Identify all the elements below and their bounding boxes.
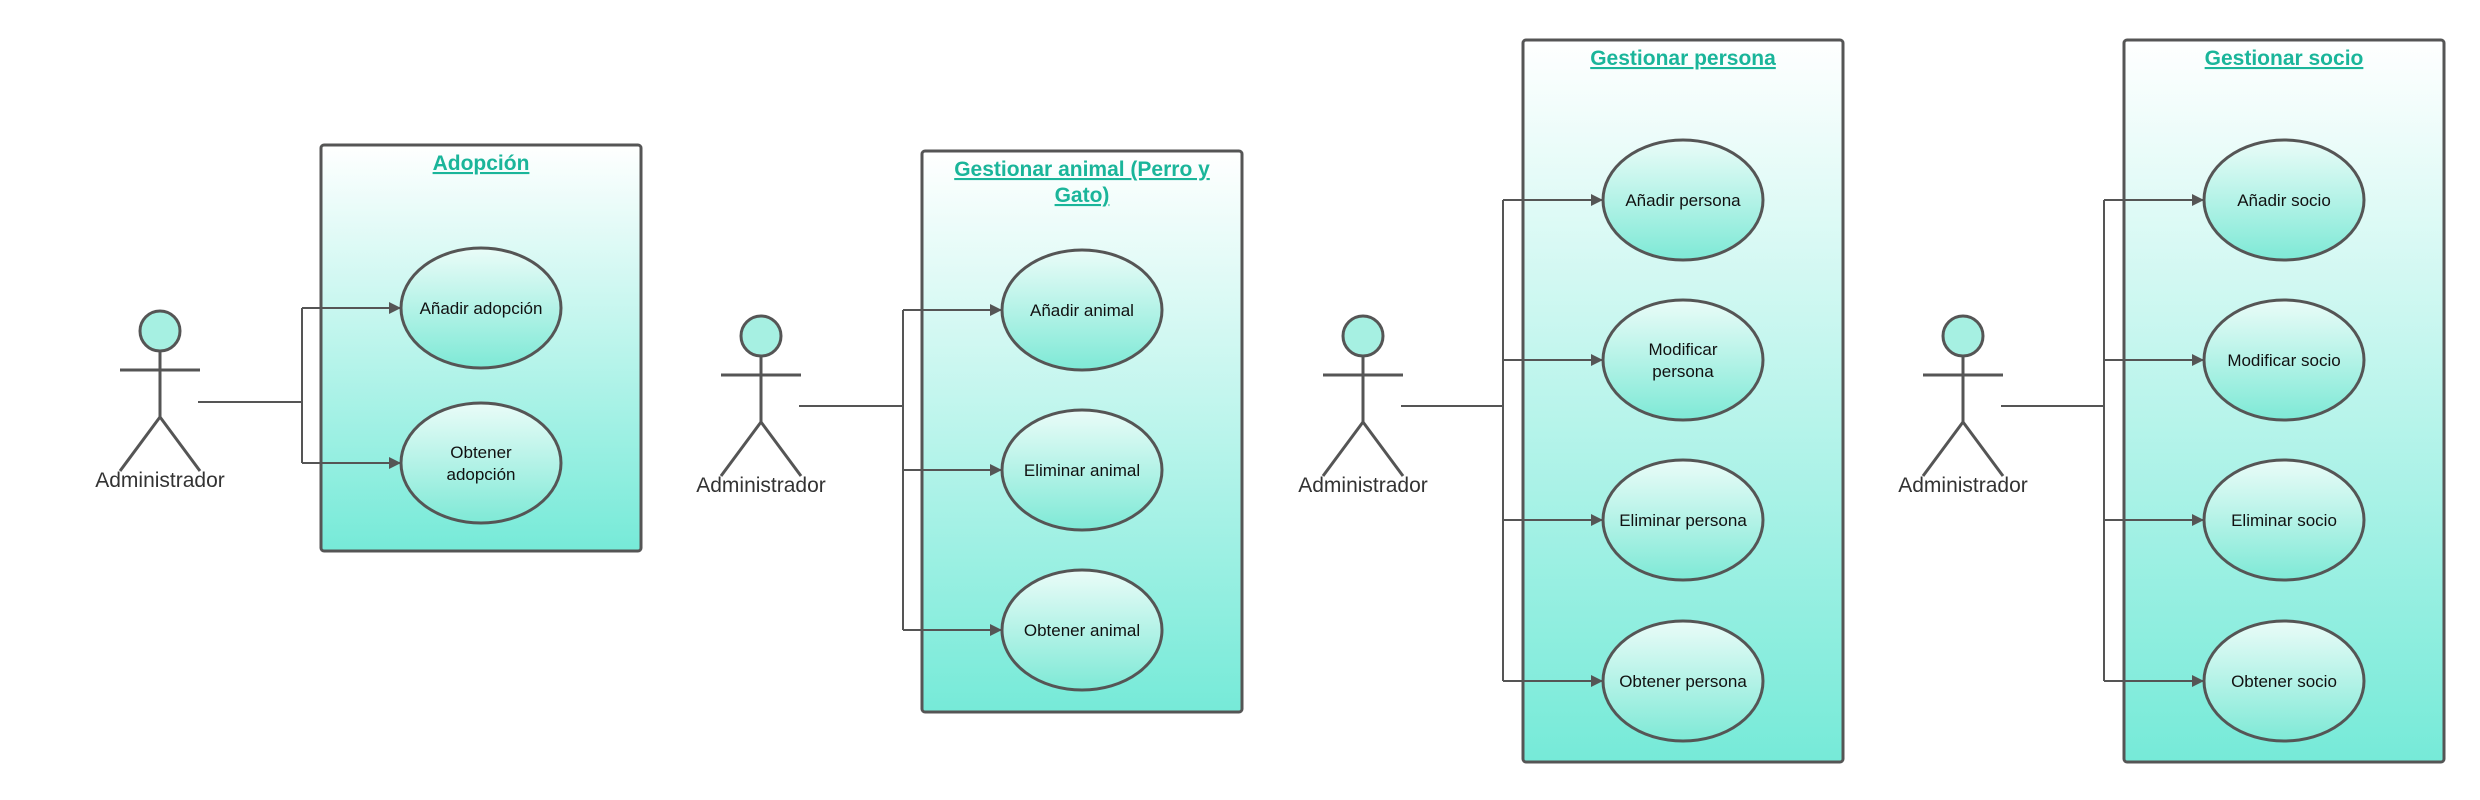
actor-head <box>1941 314 1985 358</box>
use-case[interactable]: Obtener socio <box>2202 619 2366 743</box>
actor-head <box>138 309 182 353</box>
use-case-label: Añadir animal <box>1030 301 1134 320</box>
use-case-ellipse <box>2202 138 2366 262</box>
use-case-label: Obtener persona <box>1619 672 1747 691</box>
actor-left-leg <box>1321 421 1365 477</box>
use-case-label: Eliminar animal <box>1024 461 1140 480</box>
use-case-ellipse <box>1601 138 1765 262</box>
use-case-label: Obtener animal <box>1024 621 1140 640</box>
actor-left-leg <box>719 421 763 477</box>
use-case-ellipse <box>399 246 563 370</box>
use-case-ellipse <box>1601 298 1765 422</box>
system-title: Gestionar animal (Perro y <box>954 158 1210 181</box>
use-case-label: adopción <box>446 465 515 484</box>
use-case-label: Obtener socio <box>2231 672 2337 691</box>
use-case-label: Añadir persona <box>1625 191 1741 210</box>
use-case-ellipse <box>399 401 563 525</box>
actor-figure[interactable]: Administrador <box>1898 314 2028 497</box>
use-case-label: Eliminar persona <box>1619 511 1747 530</box>
use-case-label: Modificar socio <box>2227 351 2340 370</box>
actor-label: Administrador <box>696 474 826 497</box>
actor-figure[interactable]: Administrador <box>95 309 225 492</box>
use-case-ellipse <box>1601 619 1765 743</box>
use-case[interactable]: Modificar socio <box>2202 298 2366 422</box>
actor-figure[interactable]: Administrador <box>696 314 826 497</box>
use-case[interactable]: Eliminar socio <box>2202 458 2366 582</box>
use-case-ellipse <box>1000 568 1164 692</box>
use-case[interactable]: Añadir animal <box>1000 248 1164 372</box>
actor-left-leg <box>1921 421 1965 477</box>
use-case-ellipse <box>2202 298 2366 422</box>
use-case-ellipse <box>1601 458 1765 582</box>
system-title: Gestionar socio <box>2205 47 2364 70</box>
actor-label: Administrador <box>95 469 225 492</box>
use-case-label: Obtener <box>450 443 512 462</box>
actor-left-leg <box>118 416 162 472</box>
use-case[interactable]: Eliminar persona <box>1601 458 1765 582</box>
actor-head <box>739 314 783 358</box>
use-case-label: Eliminar socio <box>2231 511 2337 530</box>
diagram-animal: Gestionar animal (Perro y Gato) Administra… <box>696 149 1244 714</box>
use-case[interactable]: Obtener adopción <box>399 401 563 525</box>
actor-right-leg <box>759 421 803 477</box>
actor-label: Administrador <box>1898 474 2028 497</box>
actor-figure[interactable]: Administrador <box>1298 314 1428 497</box>
system-title: Gato) <box>1055 184 1110 207</box>
system-title: Adopción <box>433 152 530 175</box>
use-case[interactable]: Modificar persona <box>1601 298 1765 422</box>
use-case-label: Añadir adopción <box>420 299 543 318</box>
use-case[interactable]: Obtener persona <box>1601 619 1765 743</box>
actor-right-leg <box>158 416 202 472</box>
use-case-label: Añadir socio <box>2237 191 2331 210</box>
use-case-label: Modificar <box>1649 340 1718 359</box>
actor-right-leg <box>1361 421 1405 477</box>
use-case[interactable]: Obtener animal <box>1000 568 1164 692</box>
actor-label: Administrador <box>1298 474 1428 497</box>
system-title: Gestionar persona <box>1590 47 1776 70</box>
use-case-ellipse <box>2202 619 2366 743</box>
actor-head <box>1341 314 1385 358</box>
use-case-ellipse <box>2202 458 2366 582</box>
use-case-ellipse <box>1000 408 1164 532</box>
use-case[interactable]: Añadir adopción <box>399 246 563 370</box>
actor-right-leg <box>1961 421 2005 477</box>
use-case-ellipse <box>1000 248 1164 372</box>
use-case[interactable]: Eliminar animal <box>1000 408 1164 532</box>
use-case[interactable]: Añadir persona <box>1601 138 1765 262</box>
use-case-label: persona <box>1652 362 1714 381</box>
use-case[interactable]: Añadir socio <box>2202 138 2366 262</box>
